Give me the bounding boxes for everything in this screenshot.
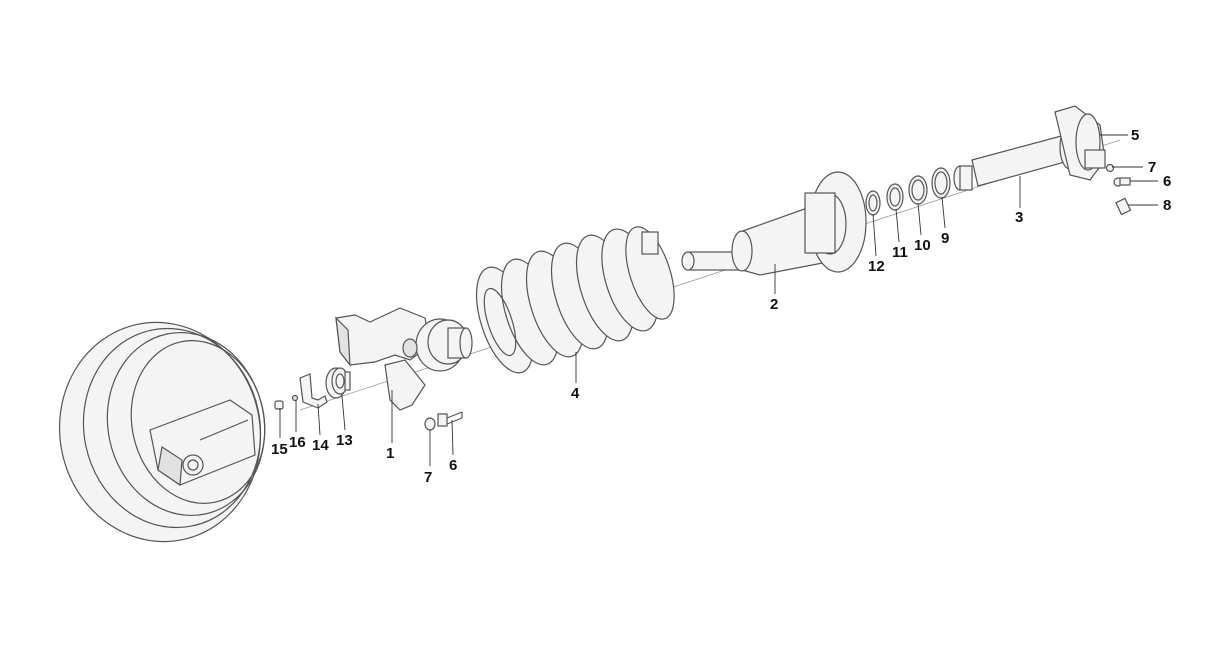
- callout-7-bottom: 7: [424, 469, 432, 486]
- grease-fitting-hardware: [1105, 163, 1132, 216]
- callout-6-top: 6: [1163, 173, 1171, 190]
- yoke-fork: [335, 307, 473, 411]
- idler-wheel: [58, 321, 266, 543]
- callout-14: 14: [312, 437, 329, 454]
- callout-10: 10: [914, 237, 931, 254]
- bolt-and-washer-bottom: [424, 411, 463, 431]
- small-parts-left: [274, 367, 351, 410]
- callout-12: 12: [868, 258, 885, 275]
- callout-7-top: 7: [1148, 159, 1156, 176]
- cylinder-body: [681, 171, 867, 276]
- callout-4: 4: [571, 385, 580, 402]
- callout-11: 11: [892, 244, 908, 261]
- callout-labels: 5 7 6 8 3 2 12 11 10 9 4 1 7 6 15 16 14 …: [271, 127, 1171, 486]
- callout-15: 15: [271, 441, 288, 458]
- seal-rings: [865, 167, 951, 216]
- callout-1: 1: [386, 445, 394, 462]
- callout-6-bottom: 6: [449, 457, 457, 474]
- callout-5: 5: [1131, 127, 1139, 144]
- leader-lines: [279, 134, 1158, 466]
- end-bracket: [1054, 105, 1106, 181]
- callout-13: 13: [336, 432, 353, 449]
- callout-8: 8: [1163, 197, 1171, 214]
- callout-9: 9: [941, 230, 949, 247]
- callout-2: 2: [770, 296, 778, 313]
- callout-16: 16: [289, 434, 306, 451]
- recoil-spring: [475, 226, 675, 374]
- callout-3: 3: [1015, 209, 1023, 226]
